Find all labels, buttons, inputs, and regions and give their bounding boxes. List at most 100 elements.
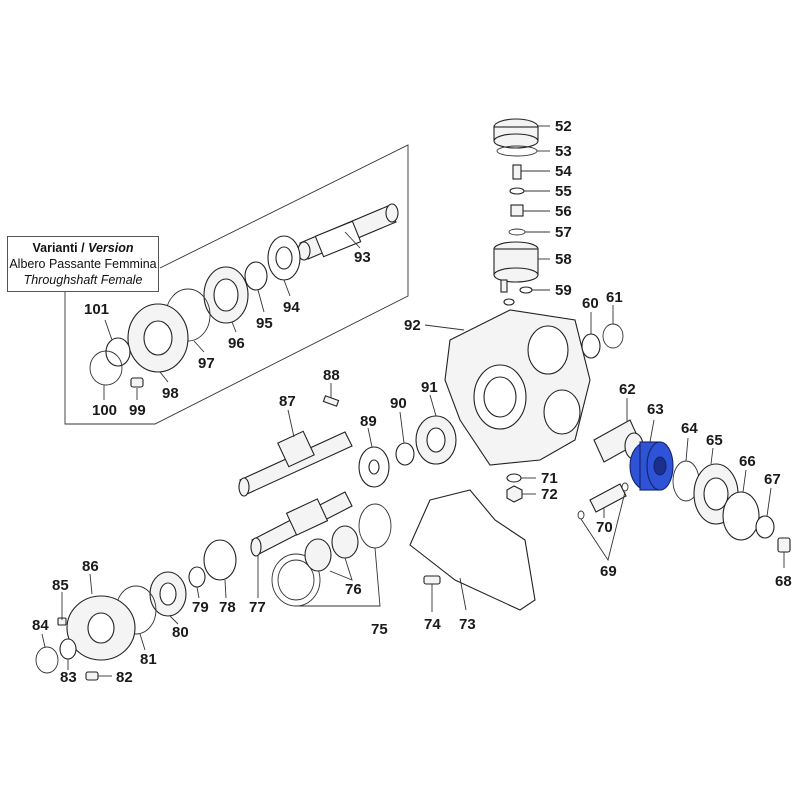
label-71: 71 (541, 470, 558, 487)
label-70: 70 (596, 519, 613, 536)
label-82: 82 (116, 669, 133, 686)
part-98-flange (127, 303, 189, 373)
label-77: 77 (249, 599, 266, 616)
label-73: 73 (459, 616, 476, 633)
part-74-bolt (423, 575, 441, 585)
part-82-screw (85, 671, 99, 681)
label-61: 61 (606, 289, 623, 306)
part-73-bracket (409, 489, 536, 611)
part-95-ring (244, 261, 268, 291)
label-62: 62 (619, 381, 636, 398)
label-98: 98 (162, 385, 179, 402)
part-99-screw (130, 377, 144, 388)
label-86: 86 (82, 558, 99, 575)
part-100-circlip (89, 350, 123, 386)
label-95: 95 (256, 315, 273, 332)
label-56: 56 (555, 203, 572, 220)
part-91-bearing (415, 415, 457, 465)
part-80-bearing (149, 571, 187, 617)
label-79: 79 (192, 599, 209, 616)
label-63: 63 (647, 401, 664, 418)
part-88-key (322, 395, 340, 407)
label-75: 75 (371, 621, 388, 638)
label-68: 68 (775, 573, 792, 590)
part-79-ring (188, 566, 206, 588)
part-78-washer (203, 539, 237, 581)
variant-line-english: Throughshaft Female (23, 273, 143, 287)
label-64: 64 (681, 420, 698, 437)
label-72: 72 (541, 486, 558, 503)
label-66: 66 (739, 453, 756, 470)
label-52: 52 (555, 118, 572, 135)
part-61-circlip (602, 323, 624, 349)
label-96: 96 (228, 335, 245, 352)
part-93-shaft (297, 203, 399, 261)
label-88: 88 (323, 367, 340, 384)
part-87-shaft (238, 430, 353, 497)
label-55: 55 (555, 183, 572, 200)
label-92: 92 (404, 317, 421, 334)
label-94: 94 (283, 299, 300, 316)
part-57-oring (508, 228, 526, 236)
label-84: 84 (32, 617, 49, 634)
part-labels: 52 53 54 55 56 57 58 59 60 61 92 62 63 6… (32, 118, 792, 686)
leader-lines (41, 125, 785, 677)
part-63-piston-highlighted (629, 441, 674, 491)
part-68-screw (777, 537, 791, 553)
label-97: 97 (198, 355, 215, 372)
part-83-ring (59, 638, 77, 660)
part-86-flange (66, 595, 136, 661)
label-100: 100 (92, 402, 117, 419)
variant-inset-frame (64, 144, 409, 425)
label-90: 90 (390, 395, 407, 412)
part-101-ring (105, 337, 131, 367)
label-65: 65 (706, 432, 723, 449)
label-87: 87 (279, 393, 296, 410)
part-66-disk (722, 491, 760, 541)
part-92-pump-body (444, 309, 591, 466)
part-89-washer (358, 446, 390, 488)
part-55-washer (509, 187, 525, 195)
variant-line-italian: Albero Passante Femmina (9, 257, 157, 271)
label-99: 99 (129, 402, 146, 419)
part-96-bearing (203, 266, 249, 324)
label-81: 81 (140, 651, 157, 668)
label-67: 67 (764, 471, 781, 488)
label-101: 101 (84, 301, 109, 318)
part-54-pin (512, 164, 522, 180)
label-85: 85 (52, 577, 69, 594)
part-59-washers (503, 286, 533, 306)
variant-note-box: Varianti / Version Albero Passante Femmi… (7, 236, 159, 292)
label-60: 60 (582, 295, 599, 312)
part-90-ring (395, 442, 415, 466)
part-76-bearings (304, 525, 359, 572)
part-56-valve (510, 204, 524, 217)
part-70-pin (589, 483, 627, 513)
label-78: 78 (219, 599, 236, 616)
part-72-nut (506, 485, 523, 503)
label-83: 83 (60, 669, 77, 686)
label-57: 57 (555, 224, 572, 241)
label-80: 80 (172, 624, 189, 641)
part-84-circlip (35, 646, 59, 674)
label-76: 76 (345, 581, 362, 598)
label-58: 58 (555, 251, 572, 268)
label-69: 69 (600, 563, 617, 580)
part-71-washer (506, 473, 522, 483)
label-54: 54 (555, 163, 572, 180)
part-94-washer (267, 235, 301, 281)
label-74: 74 (424, 616, 441, 633)
label-91: 91 (421, 379, 438, 396)
part-60-ring (581, 333, 601, 359)
part-77-shaft (250, 491, 353, 557)
label-59: 59 (555, 282, 572, 299)
part-67-washer (755, 515, 775, 539)
label-93: 93 (354, 249, 371, 266)
variant-title: Varianti / Version (8, 240, 158, 256)
part-52-cap (493, 118, 539, 149)
label-53: 53 (555, 143, 572, 160)
variant-title-plain: Varianti / (32, 241, 89, 255)
part-58-tank (493, 241, 539, 293)
variant-title-italic: Version (88, 241, 134, 255)
